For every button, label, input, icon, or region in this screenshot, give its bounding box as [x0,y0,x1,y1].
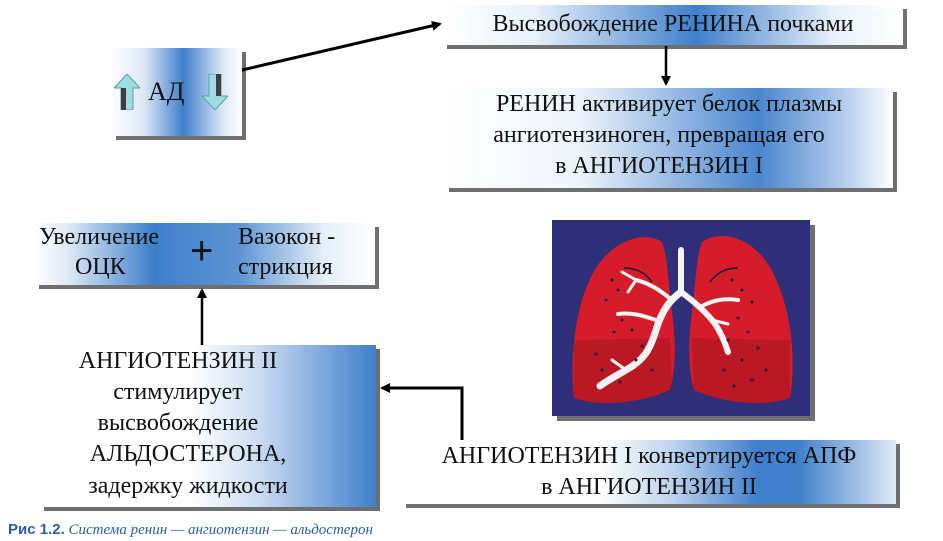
arrow-up-icon [114,74,140,110]
renin-activates-box: РЕНИН активирует белок плазмы ангиотензи… [445,88,893,188]
blood-pressure-label: АД [148,77,185,106]
conversion-box: АНГИОТЕНЗИН I конвертируется АПФ в АНГИО… [402,440,896,504]
blood-volume-increase-line2: ОЦК [75,254,126,280]
figure-caption: Рис 1.2. Система ренин — ангиотензин — а… [8,521,373,539]
renin-release-box: Высвобождение РЕНИНА почками [443,5,903,45]
angiotensin-ii-line4: АЛЬДОСТЕРОНА, [89,441,287,467]
angiotensin-ii-line5: задержку жидкости [88,473,288,499]
vasoconstriction-line1: Вазокон - [238,224,336,250]
figure-label: Рис 1.2. [8,521,65,538]
renin-activates-line2: ангиотензиноген, превращая его [493,122,825,148]
effects-box: Увеличение ОЦК + Вазокон - стрикция [35,223,375,285]
lungs-image [572,235,793,404]
blood-pressure-box: АД [112,48,242,136]
renin-release-text: Высвобождение РЕНИНА почками [492,11,854,37]
figure-title: Система ренин — ангиотензин — альдостеро… [68,522,373,538]
renin-activates-line3: в АНГИОТЕНЗИН I [555,153,763,179]
blood-volume-increase-line1: Увеличение [39,224,160,250]
conversion-line2: в АНГИОТЕНЗИН II [541,474,757,500]
conversion-line1: АНГИОТЕНЗИН I конвертируется АПФ [441,443,857,469]
angiotensin-ii-line3: высвобождение [97,410,259,436]
renin-activates-line1: РЕНИН активирует белок плазмы [495,91,843,117]
angiotensin-ii-box: АНГИОТЕНЗИН II стимулирует высвобождение… [40,345,376,507]
arrow-ad-to-renin-release [241,20,442,72]
alveoli-dots [594,278,768,388]
angiotensin-ii-line1: АНГИОТЕНЗИН II [78,348,278,374]
vasoconstriction-line2: стрикция [238,254,333,280]
arrow-conversion-to-angiotensin-ii [380,383,464,440]
plus-sign: + [190,229,214,273]
angiotensin-ii-line2: стимулирует [113,379,243,405]
bronchial-tree [596,247,740,390]
left-lung [689,235,793,404]
arrow-down-icon [202,74,228,110]
lungs-illustration [552,220,810,416]
